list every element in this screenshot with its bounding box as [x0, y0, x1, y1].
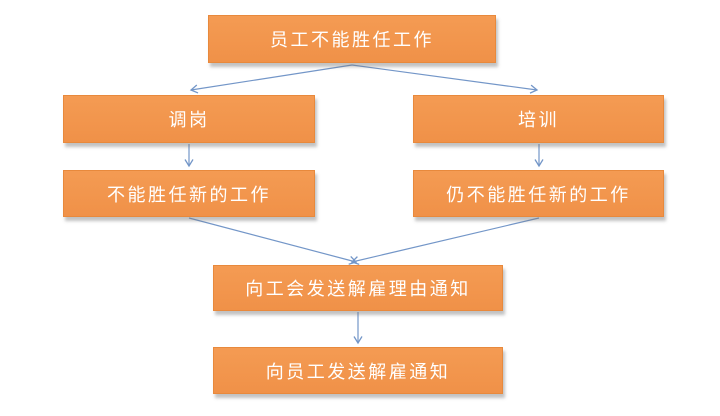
edge-incompetent-to-union — [188, 217, 356, 262]
node-training: 培训 — [413, 95, 664, 143]
edge-start-to-training — [351, 64, 537, 90]
node-incompetent-new-job: 不能胜任新的工作 — [63, 170, 315, 217]
edge-still-to-union — [352, 217, 540, 262]
edge-start-to-transfer — [191, 64, 353, 90]
node-employee-dismissal-notice: 向员工发送解雇通知 — [213, 347, 503, 394]
node-employee-incompetent: 员工不能胜任工作 — [208, 15, 496, 63]
node-job-transfer: 调岗 — [63, 95, 315, 143]
node-union-dismissal-reason-notice: 向工会发送解雇理由通知 — [213, 265, 503, 311]
node-still-incompetent-new-job: 仍不能胜任新的工作 — [413, 170, 664, 217]
